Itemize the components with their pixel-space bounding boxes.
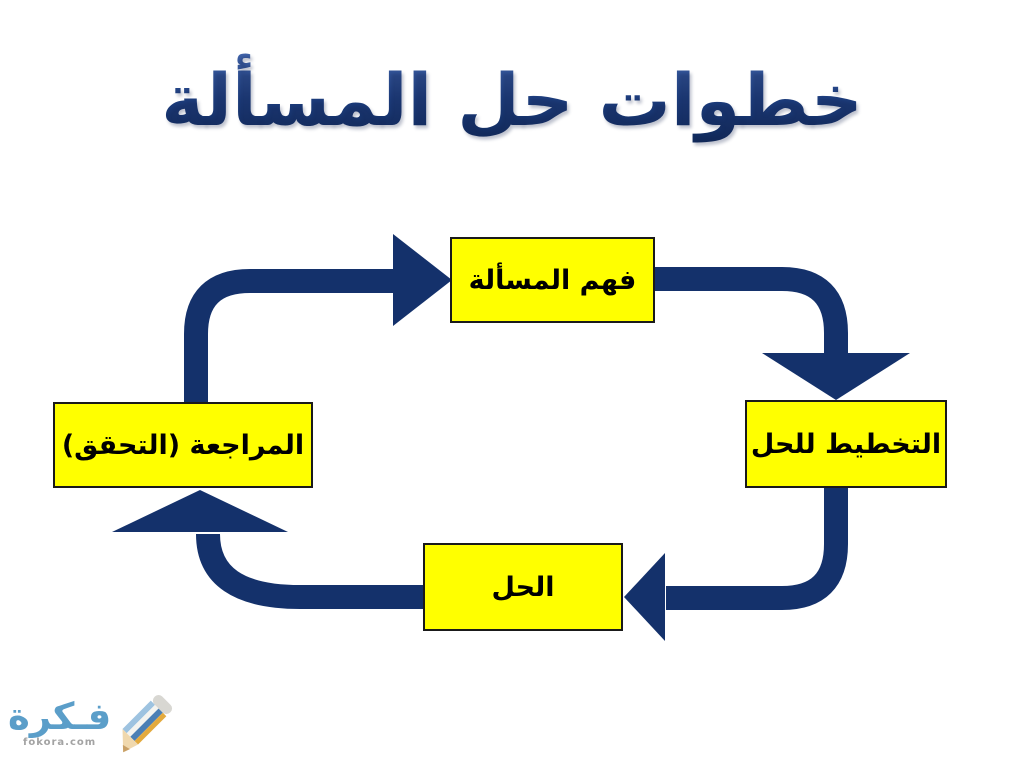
pencil-icon [122, 694, 173, 753]
arrowhead-up-icon [112, 490, 288, 532]
arrow-plan-to-solve [666, 488, 848, 610]
page-title: خطوات حل المسألة [0, 52, 1024, 149]
arrow-review-to-understand [184, 269, 394, 404]
watermark-text: فـكرة fokora.com [8, 698, 111, 748]
arrowhead-right-icon [393, 234, 452, 326]
arrowhead-down-icon [762, 353, 910, 400]
step-label-understand: فهم المسألة [468, 264, 637, 296]
step-box-understand: فهم المسألة [450, 237, 655, 323]
step-box-solve: الحل [423, 543, 623, 631]
watermark-logo: فـكرة fokora.com [8, 690, 175, 756]
step-box-plan: التخطيط للحل [745, 400, 947, 488]
watermark-domain: fokora.com [23, 737, 97, 748]
arrow-solve-to-review [196, 533, 423, 609]
step-label-review: المراجعة (التحقق) [61, 429, 305, 461]
watermark-name: فـكرة [8, 695, 112, 738]
arrow-understand-to-plan [655, 267, 848, 356]
step-box-review: المراجعة (التحقق) [53, 402, 313, 488]
step-label-plan: التخطيط للحل [750, 428, 942, 460]
arrowhead-left-icon [624, 553, 665, 641]
step-label-solve: الحل [491, 571, 555, 603]
